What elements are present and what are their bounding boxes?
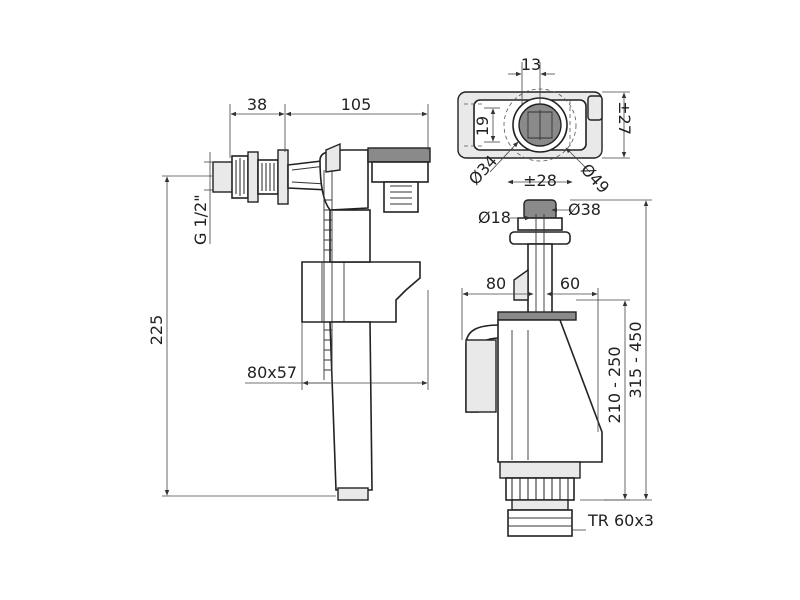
dim-plus-minus-28: ±28 — [523, 171, 557, 190]
valve-body-tube — [323, 170, 373, 501]
fill-valve-side-view — [212, 142, 431, 501]
dim-210-250: 210 - 250 — [605, 346, 624, 423]
dim-19: 19 — [473, 116, 492, 136]
dim-38: 38 — [247, 95, 267, 114]
dim-13: 13 — [521, 55, 541, 74]
dim-315-450: 315 - 450 — [626, 321, 645, 398]
flush-valve-side-view — [465, 199, 603, 537]
flush-dimensions: Ø18 Ø38 80 60 210 - 250 315 - 450 TR 60x… — [461, 199, 654, 531]
dim-diameter-49: Ø49 — [577, 160, 613, 197]
dim-g-half-inch: G 1/2" — [191, 194, 210, 245]
dim-80x57: 80x57 — [247, 363, 297, 382]
dim-plus-minus-27: ±27 — [615, 101, 634, 135]
dim-tr-60x3: TR 60x3 — [587, 511, 654, 530]
dim-225: 225 — [147, 315, 166, 346]
valve-head — [319, 142, 431, 213]
dim-80: 80 — [486, 274, 506, 293]
dim-105: 105 — [341, 95, 372, 114]
dim-60: 60 — [560, 274, 580, 293]
float-box — [301, 261, 421, 323]
left-dimensions: 38 105 G 1/2" 225 80x57 — [147, 95, 429, 497]
dim-diameter-18: Ø18 — [478, 208, 511, 227]
dim-diameter-38: Ø38 — [568, 200, 601, 219]
inlet-shank — [212, 149, 289, 205]
